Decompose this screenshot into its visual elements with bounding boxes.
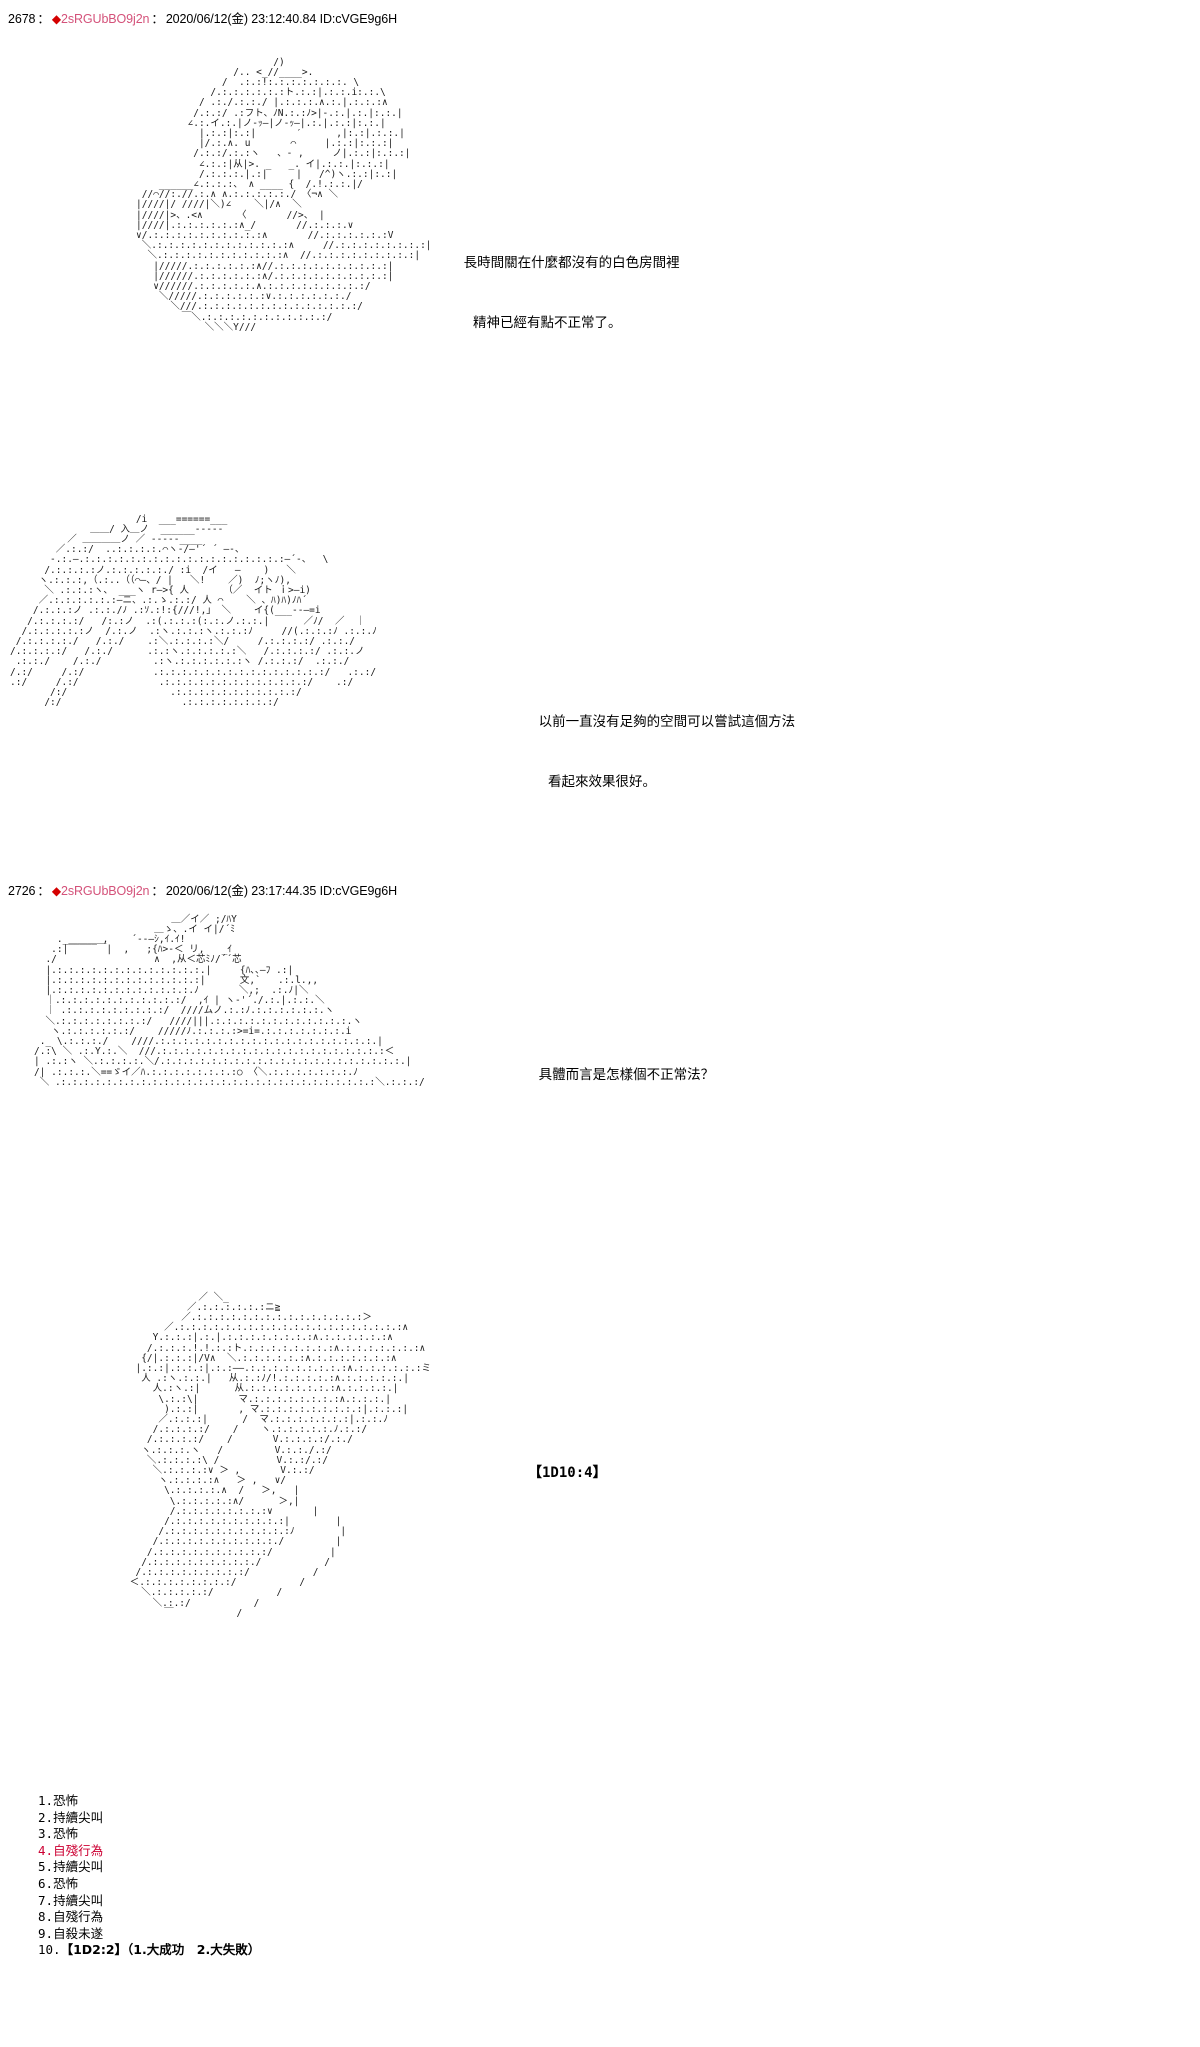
choice-item-4-selected: 4.自殘行為: [38, 1843, 260, 1860]
choices-list: 1.恐怖 2.持續尖叫 3.恐怖 4.自殘行為 5.持續尖叫 6.恐怖 7.持續…: [38, 1793, 260, 1959]
ascii-art-character-2: /i ___======___ ＿＿/ 入＿ノ ______----- ／ ＿＿…: [10, 513, 377, 709]
post-id: ID:cVGE9g6H: [319, 12, 398, 26]
choice-label: 持續尖叫: [53, 1809, 104, 1825]
choice-index: 1.: [38, 1793, 54, 1808]
choice-item-9: 9.自殺未遂: [38, 1926, 260, 1943]
choice-label: 恐怖: [53, 1793, 79, 1808]
dialogue-line-2: 看起來效果很好。: [548, 774, 656, 790]
diamond-icon: ◆: [51, 884, 61, 898]
choice-item-2: 2.持續尖叫: [38, 1810, 260, 1827]
post-date: 2020/06/12(金) 23:17:44.35: [165, 884, 317, 898]
dialogue-line-1: 長時間關在什麼都沒有的白色房間裡: [463, 255, 680, 271]
choice-label: 【1D2:2】（1.大成功 2.大失敗）: [60, 1942, 261, 1958]
post-number: 2678: [8, 12, 36, 26]
choice-label: 恐怖: [53, 1826, 79, 1842]
dice-roll-label: 【1D10:4】: [528, 1465, 607, 1481]
post-tripcode: 2sRGUbBO9j2n: [60, 12, 150, 26]
post-tripcode: 2sRGUbBO9j2n: [60, 884, 150, 898]
choice-index: 3.: [38, 1826, 54, 1842]
choice-item-5: 5.持續尖叫: [38, 1859, 260, 1876]
choice-item-3: 3.恐怖: [38, 1826, 260, 1843]
post-header-1: 2678：◆2sRGUbBO9j2n：2020/06/12(金) 23:12:4…: [8, 8, 397, 27]
header-separator: ：: [37, 12, 50, 26]
choice-label: 自殘行為: [53, 1842, 104, 1858]
choice-item-6: 6.恐怖: [38, 1876, 260, 1893]
dialogue-line-1: 以前一直沒有足夠的空間可以嘗試這個方法: [538, 714, 796, 730]
choice-item-8: 8.自殘行為: [38, 1909, 260, 1926]
choice-index: 5.: [38, 1859, 54, 1875]
post-date: 2020/06/12(金) 23:12:40.84: [165, 12, 317, 26]
post-header-2: 2726：◆2sRGUbBO9j2n：2020/06/12(金) 23:17:4…: [8, 880, 397, 899]
choice-label: 持續尖叫: [53, 1859, 104, 1875]
dialogue-line-1: 具體而言是怎樣個不正常法？: [538, 1067, 715, 1083]
choice-item-7: 7.持續尖叫: [38, 1893, 260, 1910]
choice-index: 4.: [38, 1842, 54, 1858]
choice-label: 自殘行為: [53, 1909, 104, 1925]
header-separator-2: ：: [151, 884, 164, 898]
choice-label: 持續尖叫: [53, 1892, 104, 1908]
choice-label: 恐怖: [53, 1875, 79, 1891]
choice-item-1: 1.恐怖: [38, 1793, 260, 1810]
header-separator: ：: [37, 884, 50, 898]
dialogue-block-2: 以前一直沒有足夠的空間可以嘗試這個方法 看起來效果很好。: [530, 677, 796, 827]
choice-item-10: 10.【1D2:2】（1.大成功 2.大失敗）: [38, 1942, 260, 1959]
choice-label: 自殺未遂: [53, 1925, 104, 1941]
choice-index: 10.: [38, 1942, 61, 1958]
ascii-art-character-1: /) /.. <_//____>. / .:.:!:.:.:.:.:.:.:. …: [136, 56, 432, 333]
choice-index: 2.: [38, 1809, 54, 1825]
choice-index: 6.: [38, 1875, 54, 1891]
choice-index: 8.: [38, 1909, 54, 1925]
dialogue-block-1: 長時間關在什麼都沒有的白色房間裡 精神已經有點不正常了。: [455, 218, 680, 368]
dialogue-block-3: 具體而言是怎樣個不正常法？: [530, 1030, 715, 1090]
post-number: 2726: [8, 884, 36, 898]
ascii-art-character-3: ＿／イ／ ;/ﾊY ＿ゝ、.イ イ|/´ﾐ .______ , ´--―ｼ,ｲ.…: [34, 913, 425, 1088]
diamond-icon: ◆: [51, 12, 61, 26]
header-separator-2: ：: [151, 12, 164, 26]
post-id: ID:cVGE9g6H: [319, 884, 398, 898]
choice-index: 9.: [38, 1925, 54, 1941]
choice-index: 7.: [38, 1892, 54, 1908]
ascii-art-character-4: ／ ＼_ ／.:.:.:.:.:.:ニ≧ ／.:.:.:.:.:.:.:.:.:…: [129, 1291, 431, 1619]
dialogue-line-2: 精神已經有點不正常了。: [473, 315, 622, 331]
